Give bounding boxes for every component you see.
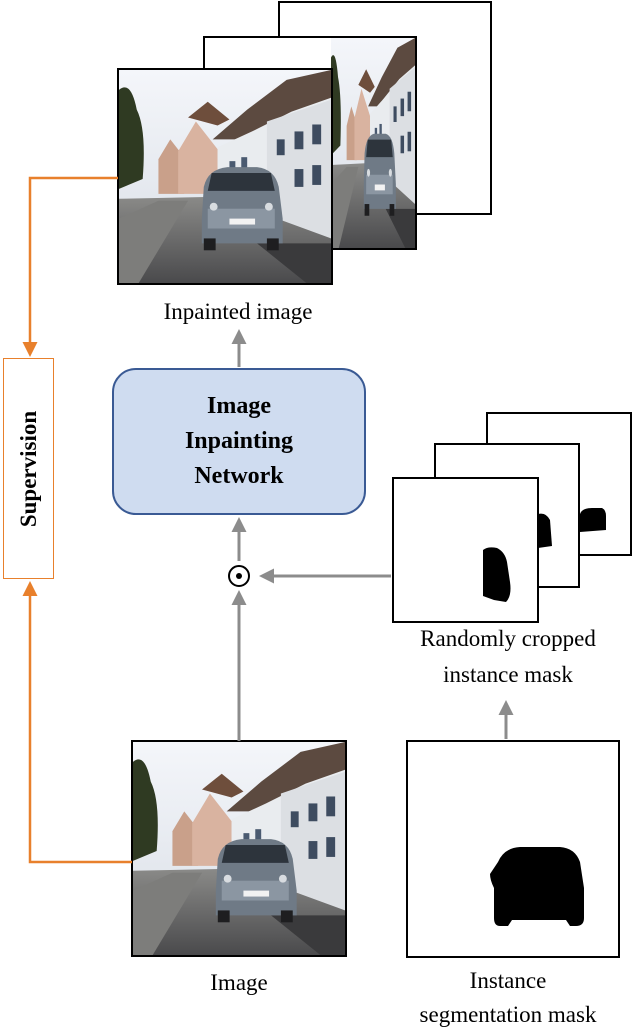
supervision-box: Supervision (3, 358, 54, 579)
image-inpainting-network-box: Image Inpainting Network (112, 368, 366, 515)
network-label-line-1: Image (207, 393, 271, 419)
image-caption: Image (210, 970, 268, 995)
input-image (131, 740, 347, 957)
segmentation-mask-image (406, 740, 620, 958)
random-mask-caption-line-1: Randomly cropped (420, 626, 596, 651)
network-label-line-3: Network (194, 463, 284, 489)
seg-mask-caption-line-2: segmentation mask (419, 1002, 597, 1027)
flow-arrows (231, 329, 514, 741)
supervision-arrows (22, 176, 132, 864)
supervision-label: Supervision (15, 410, 41, 527)
inpainted-frame-front (117, 68, 333, 285)
inpainted-image-caption: Inpainted image (163, 299, 313, 324)
network-label-line-2: Inpainting (184, 428, 294, 454)
random-mask-caption-line-2: instance mask (443, 662, 573, 687)
random-mask-frame-front (392, 477, 539, 623)
arrow-image-to-supervision (22, 581, 132, 864)
elementwise-product-operator (228, 565, 250, 587)
arrow-inpainted-to-supervision (22, 176, 118, 357)
seg-mask-caption-line-1: Instance (469, 968, 547, 993)
